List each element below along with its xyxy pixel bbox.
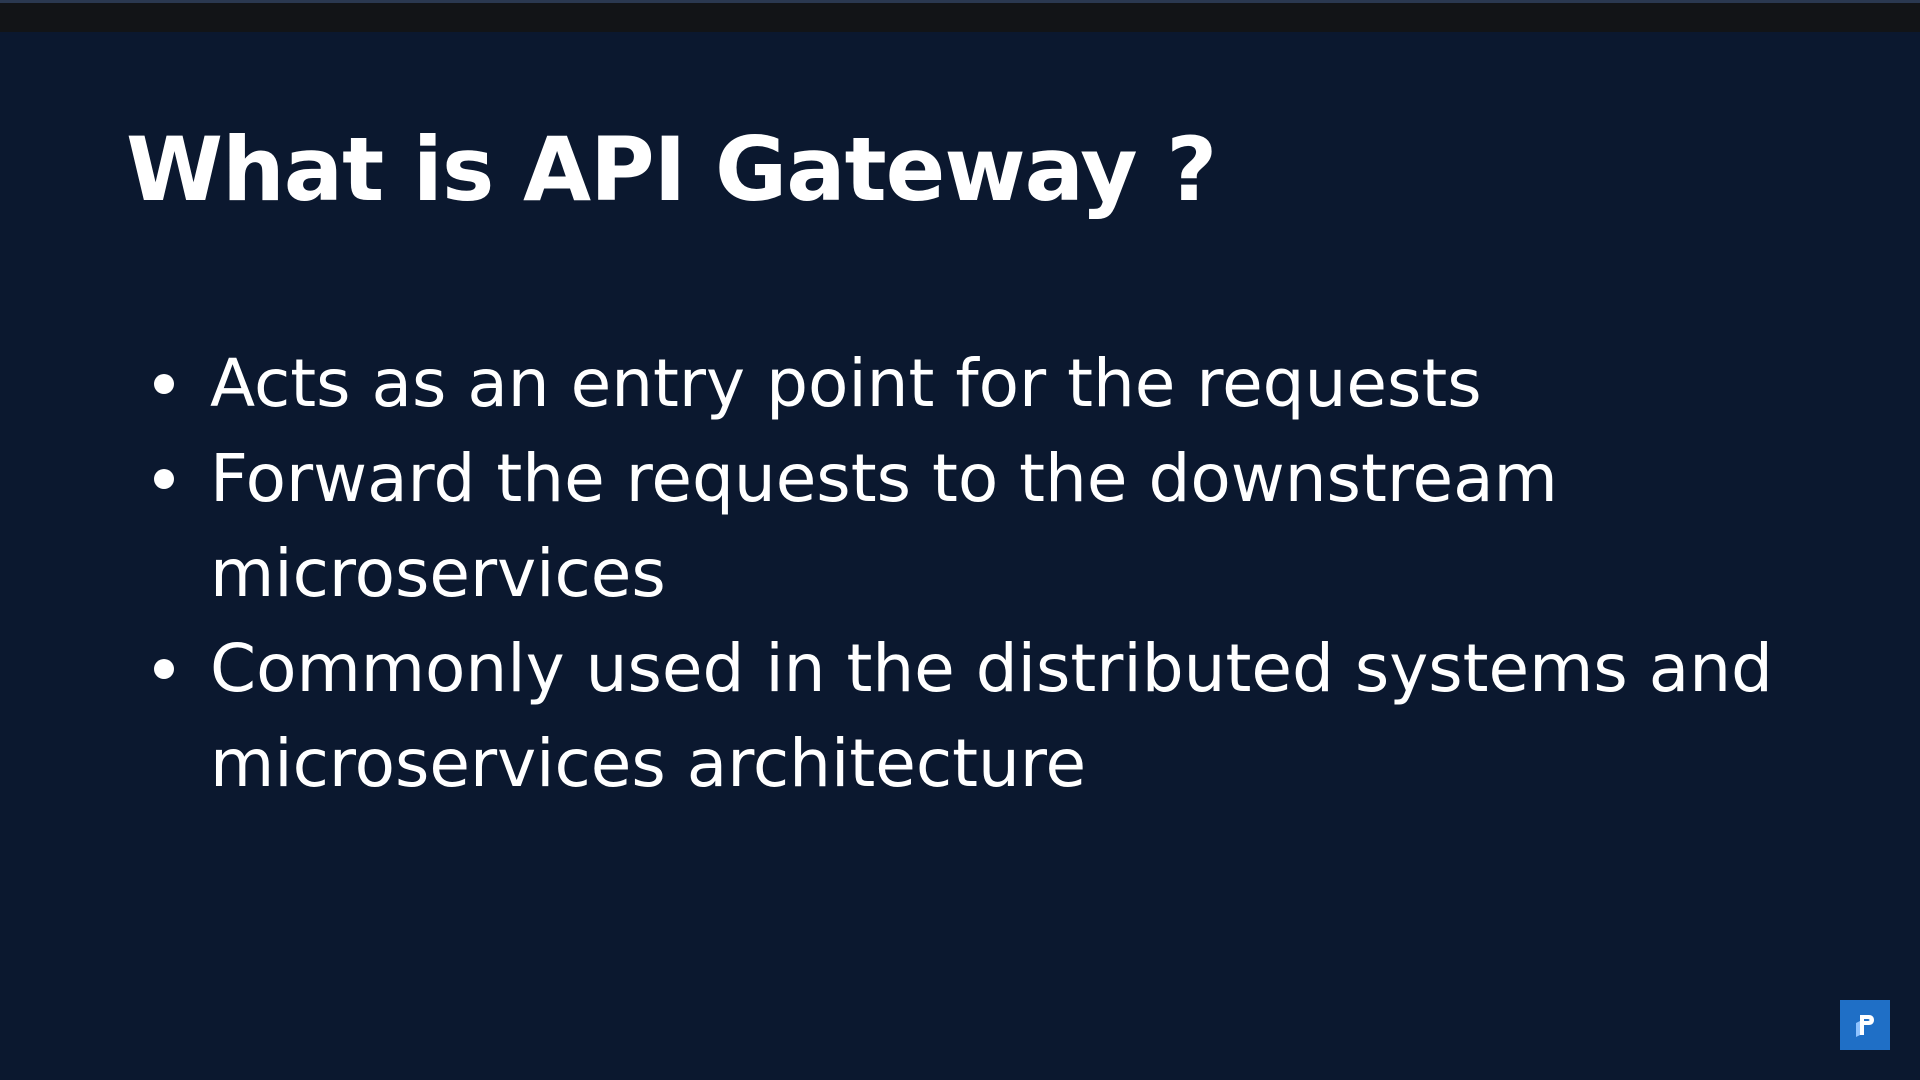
bullet-item: Acts as an entry point for the requests — [150, 336, 1850, 431]
bullet-icon — [154, 469, 174, 489]
bullet-text: Forward the requests to the downstream m… — [210, 440, 1558, 612]
logo-icon — [1856, 1015, 1874, 1037]
bullet-text: Commonly used in the distributed systems… — [210, 630, 1773, 802]
slide-title: What is API Gateway ? — [126, 118, 1217, 221]
top-bar — [0, 0, 1920, 32]
bullet-icon — [154, 659, 174, 679]
slide: What is API Gateway ? Acts as an entry p… — [0, 32, 1920, 1080]
logo-badge — [1840, 1000, 1890, 1050]
bullet-text: Acts as an entry point for the requests — [210, 345, 1482, 422]
bullet-item: Commonly used in the distributed systems… — [150, 621, 1850, 811]
bullet-item: Forward the requests to the downstream m… — [150, 431, 1850, 621]
bullet-list: Acts as an entry point for the requests … — [150, 336, 1850, 811]
bullet-icon — [154, 374, 174, 394]
